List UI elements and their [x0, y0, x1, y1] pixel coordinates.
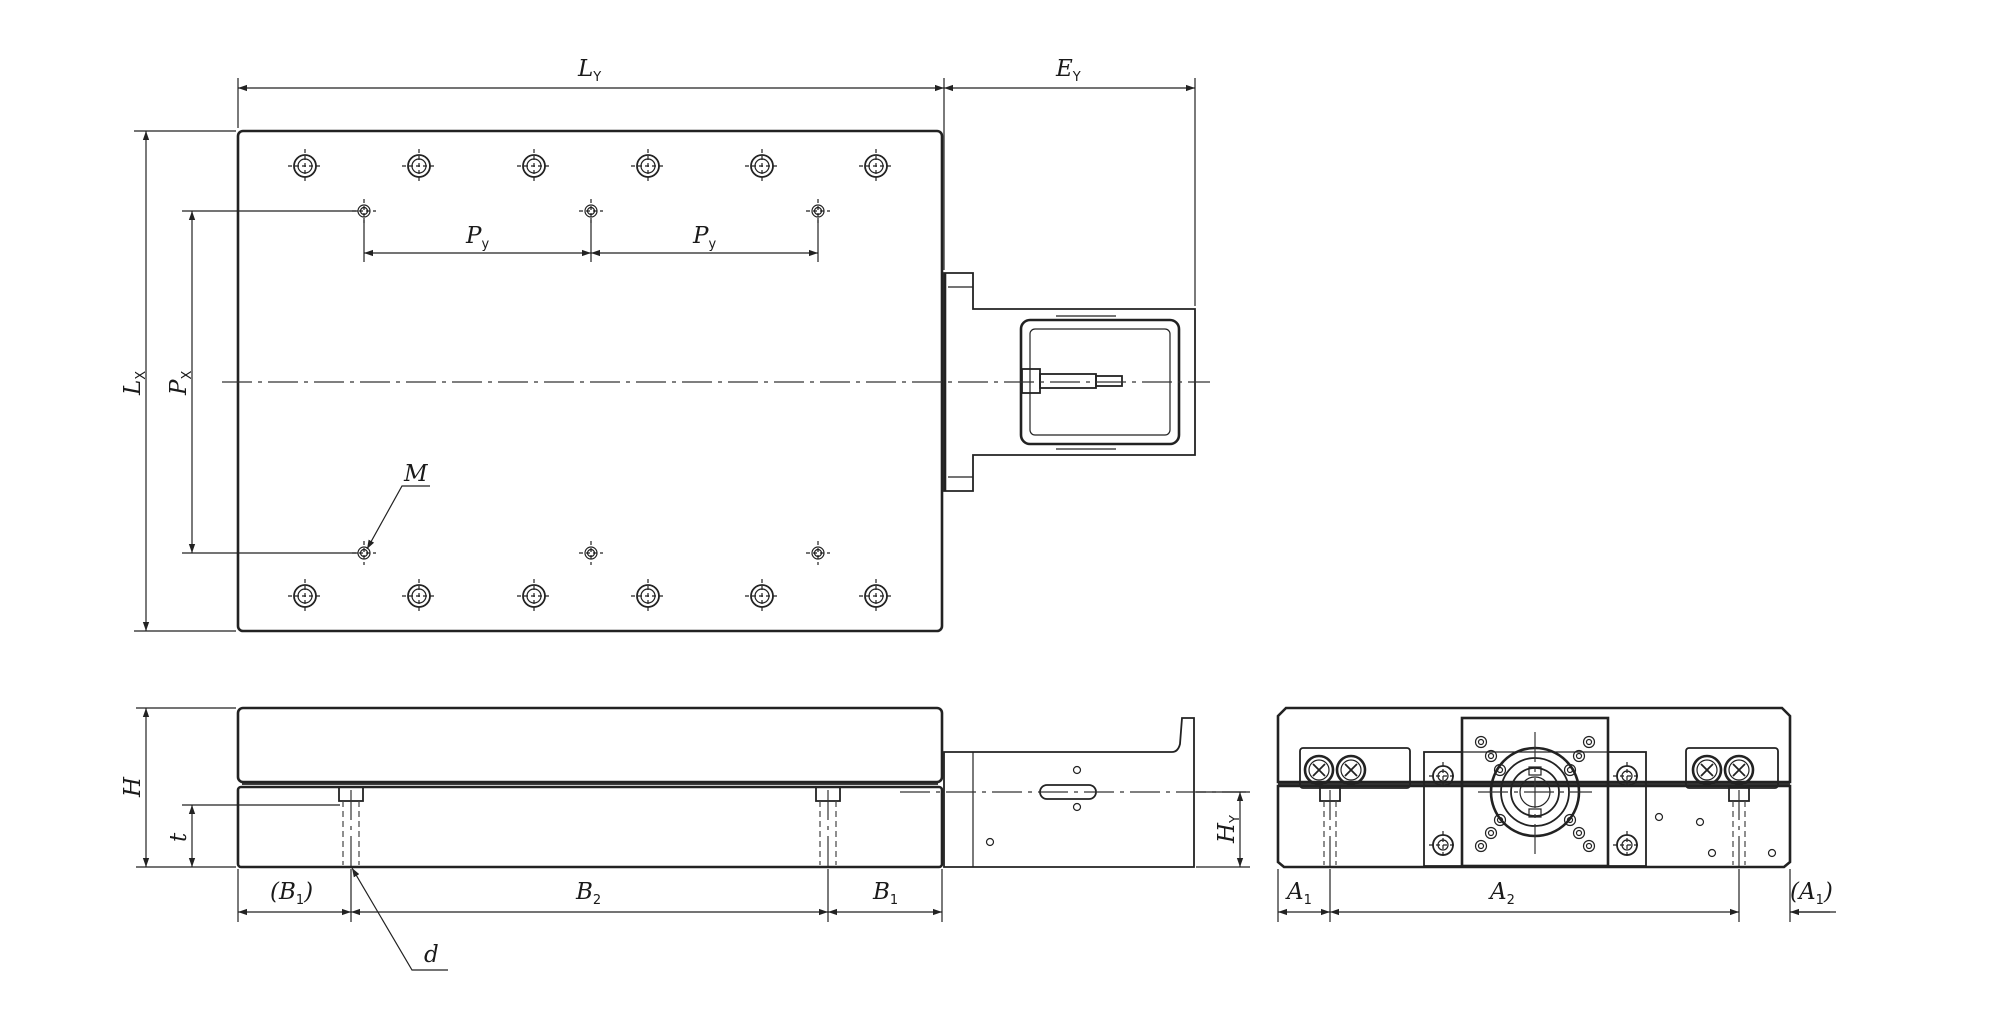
front-view [236, 706, 1246, 870]
bolt-hole [1429, 762, 1457, 790]
counterbore-hole [745, 579, 779, 613]
pin-hole [1654, 812, 1664, 822]
label-a1-right: (A1) [1790, 879, 1833, 908]
tapped-hole [806, 541, 830, 565]
counterbore-hole [288, 149, 322, 183]
bolt-hole [1429, 831, 1457, 859]
counterbore-hole [859, 579, 893, 613]
counterbore-hole [402, 149, 436, 183]
label-h: H [120, 776, 146, 798]
tapped-hole [579, 541, 603, 565]
screw-head [1303, 754, 1335, 786]
side-view [1276, 706, 1792, 870]
small-hole [1474, 839, 1488, 853]
label-px: PX [166, 371, 195, 396]
label-t: t [166, 832, 192, 842]
pin-hole [1695, 817, 1705, 827]
screw-head [1335, 754, 1367, 786]
tapped-hole [806, 199, 830, 223]
label-b1-left: (B1) [270, 879, 313, 908]
front-base [236, 785, 944, 869]
counterbore-hole [745, 149, 779, 183]
small-hole [1484, 826, 1498, 840]
pin-hole [1707, 848, 1717, 858]
label-ey: EY [1055, 56, 1081, 85]
cross-screws [1303, 754, 1755, 786]
counterbore-hole [631, 579, 665, 613]
front-bracket [943, 717, 1195, 868]
screw-shaft [1021, 368, 1123, 394]
label-hy: HY [1214, 815, 1243, 844]
dimension-labels: LY EY LX PX Py Py M H t HY (B1) B2 B1 d … [120, 56, 1833, 968]
pin-hole [1767, 848, 1777, 858]
small-hole [1484, 749, 1498, 763]
counterbore-hole [631, 149, 665, 183]
label-m: M [403, 461, 429, 487]
motor-flange [943, 272, 1196, 492]
label-py-left: Py [465, 223, 489, 252]
counterbore-hole [517, 579, 551, 613]
bolt-hole [1613, 831, 1641, 859]
screw-head [1723, 754, 1755, 786]
small-hole [1572, 826, 1586, 840]
small-hole [1572, 749, 1586, 763]
small-hole [1582, 839, 1596, 853]
label-lx: LX [120, 371, 149, 396]
side-base [1276, 784, 1792, 869]
dimensions [134, 78, 1836, 971]
bolt-left [338, 786, 364, 870]
label-b1-right: B1 [872, 879, 898, 908]
label-py-right: Py [692, 223, 716, 252]
screw-head [1691, 754, 1723, 786]
top-table-outline [236, 129, 944, 633]
counterbore-hole [517, 149, 551, 183]
side-upper-table [1276, 706, 1792, 784]
small-hole [1582, 735, 1596, 749]
label-a1-left: A1 [1285, 879, 1312, 908]
bolt-hole [1613, 762, 1641, 790]
top-view [222, 129, 1210, 633]
tapped-hole [579, 199, 603, 223]
label-d: d [424, 942, 439, 968]
front-upper-table [236, 706, 944, 784]
counterbore-hole [288, 579, 322, 613]
counterbore-hole [402, 579, 436, 613]
bolt-right [815, 786, 841, 870]
label-a2: A2 [1488, 879, 1515, 908]
label-b2: B2 [575, 879, 601, 908]
label-ly: LY [577, 56, 601, 85]
counterbore-hole [859, 149, 893, 183]
mounting-holes [288, 149, 893, 613]
small-hole [1474, 735, 1488, 749]
